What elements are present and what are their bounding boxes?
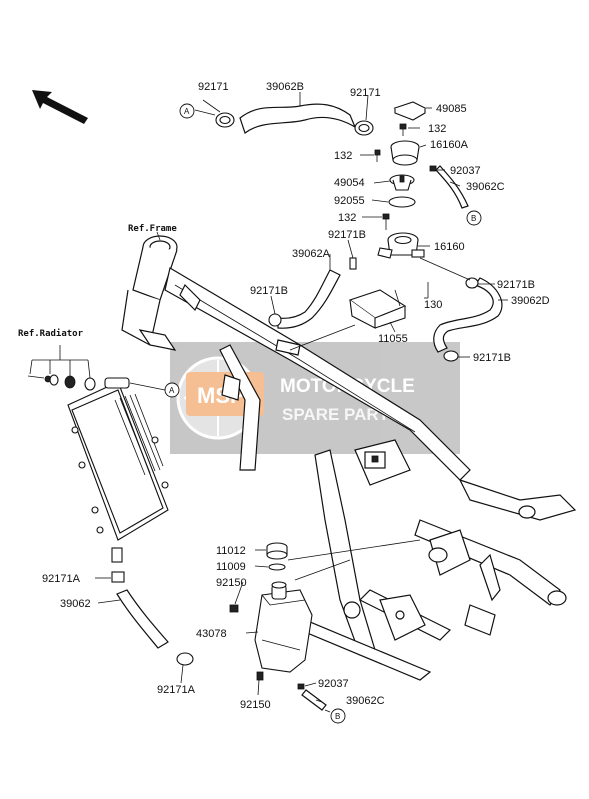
label-92171a-a: 92171A (42, 573, 81, 585)
hose-39062c-top (435, 165, 469, 209)
label-39062c-bottom: 39062C (346, 695, 385, 707)
clamp-92171b-d (443, 350, 459, 362)
gasket-11009 (268, 563, 286, 571)
ref-radiator-label: Ref.Radiator (18, 328, 84, 339)
label-92171b-a: 92171B (328, 229, 366, 241)
svg-text:A: A (184, 107, 190, 116)
radiator-mount-parts (27, 345, 96, 391)
thermostat-49054 (389, 174, 415, 191)
o-ring-92055 (388, 196, 416, 208)
label-92171b-b: 92171B (250, 285, 288, 297)
label-92150-a: 92150 (216, 577, 247, 589)
label-49054: 49054 (334, 177, 365, 189)
clamp-92171a-b (176, 652, 194, 666)
reservoir-43078 (254, 581, 313, 673)
label-16160: 16160 (434, 241, 465, 253)
label-132-b: 132 (334, 150, 352, 162)
label-92171a-b: 92171A (157, 684, 196, 696)
label-39062b: 39062B (266, 81, 304, 93)
label-92150-b: 92150 (240, 699, 271, 711)
label-130: 130 (424, 299, 442, 311)
hose-39062b (239, 103, 357, 134)
direction-arrow-icon (32, 90, 88, 124)
label-39062a: 39062A (292, 248, 331, 260)
label-132-c: 132 (338, 212, 356, 224)
watermark-line-2: SPARE PARTS (282, 405, 400, 424)
label-11009: 11009 (216, 561, 246, 573)
svg-text:A: A (169, 386, 175, 395)
bracket-11055 (348, 289, 407, 329)
label-92171-top: 92171 (198, 81, 229, 93)
clamp-92171-left (215, 112, 235, 128)
bolt-92150-b (256, 671, 264, 681)
bolt-132-a (399, 123, 407, 136)
connector-b-top: B (466, 210, 482, 226)
connector-a-radiator: A (164, 382, 180, 398)
bolt-92150-a (229, 604, 239, 613)
radiator-fins (114, 393, 164, 476)
ref-frame-label: Ref.Frame (128, 224, 177, 234)
label-39062d: 39062D (511, 295, 550, 307)
bolt-132-b (374, 149, 381, 162)
label-39062: 39062 (60, 598, 91, 610)
label-11055: 11055 (378, 333, 408, 345)
connector-b-bottom: B (330, 708, 346, 724)
svg-text:B: B (471, 214, 476, 223)
label-49085: 49085 (436, 103, 467, 115)
label-39062c-top: 39062C (466, 181, 505, 193)
clip-92037-top (429, 165, 437, 172)
radiator (67, 377, 169, 563)
svg-text:B: B (335, 712, 340, 721)
bolt-132-c (382, 213, 390, 230)
label-92171b-d: 92171B (473, 352, 511, 364)
label-92171-mid: 92171 (350, 87, 381, 99)
clamp-92171b-b (268, 313, 282, 327)
connector-a-top: A (179, 103, 195, 119)
cap-49085 (393, 101, 427, 121)
label-92037-bottom: 92037 (318, 678, 349, 690)
label-132-a: 132 (428, 123, 446, 135)
label-43078: 43078 (196, 628, 227, 640)
housing-16160a (390, 140, 420, 166)
clamp-92171b-c (465, 277, 479, 289)
clamp-92171a-a (111, 571, 125, 583)
label-16160a: 16160A (430, 139, 469, 151)
reservoir-cap-11012 (266, 542, 288, 560)
motorcycle-frame (121, 235, 577, 681)
label-92171b-c: 92171B (497, 279, 535, 291)
clamp-92171-right (354, 120, 374, 136)
hose-39062d (433, 277, 503, 353)
clamp-92171b-a (349, 257, 357, 270)
leader-lines (95, 92, 508, 713)
housing-16160 (377, 232, 425, 259)
label-92037-top: 92037 (450, 165, 481, 177)
hose-39062c-bottom (301, 689, 327, 711)
hose-39062 (116, 589, 169, 649)
label-92055: 92055 (334, 195, 365, 207)
hose-39062a (277, 269, 341, 329)
clip-92037-bottom (297, 683, 305, 690)
label-11012: 11012 (216, 545, 246, 557)
